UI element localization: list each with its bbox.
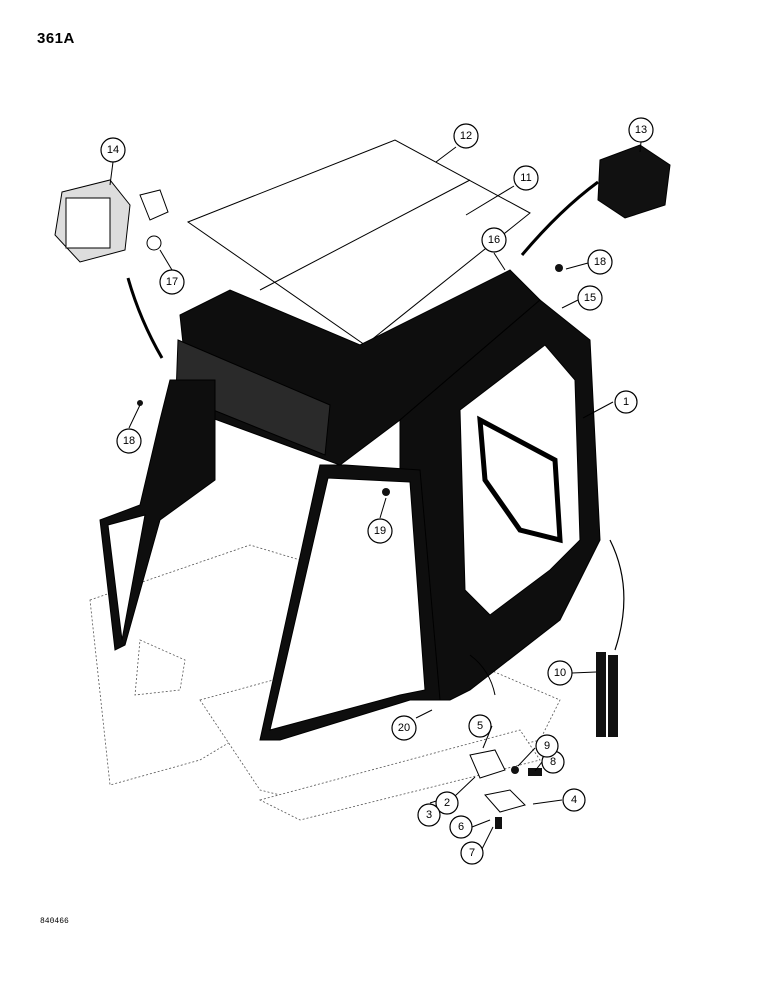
callout-7: 7 bbox=[460, 841, 484, 865]
callout-5: 5 bbox=[468, 714, 492, 738]
callout-label: 15 bbox=[584, 292, 596, 304]
figure-code: 840466 bbox=[40, 917, 69, 926]
callout-20: 20 bbox=[391, 715, 417, 741]
callout-label: 10 bbox=[554, 667, 566, 679]
roof-panel bbox=[186, 139, 531, 346]
callout-label: 11 bbox=[520, 172, 531, 184]
callout-label: 6 bbox=[458, 821, 464, 833]
callout-label: 18 bbox=[594, 256, 606, 268]
callout-4: 4 bbox=[562, 788, 586, 812]
callout-label: 2 bbox=[444, 797, 450, 809]
work-light-front bbox=[54, 179, 131, 263]
callout-label: 17 bbox=[166, 276, 178, 288]
callout-label: 14 bbox=[107, 144, 119, 156]
callout-18-right: 18 bbox=[587, 249, 613, 275]
hose-pair bbox=[596, 652, 618, 737]
callout-label: 20 bbox=[398, 722, 410, 734]
callout-label: 5 bbox=[477, 720, 483, 732]
callout-label: 9 bbox=[544, 740, 550, 752]
hardware-parts bbox=[137, 264, 563, 829]
callout-11: 11 bbox=[513, 165, 539, 191]
callout-15: 15 bbox=[577, 285, 603, 311]
leader-lines bbox=[109, 141, 642, 854]
callout-16: 16 bbox=[481, 227, 507, 253]
callout-17: 17 bbox=[159, 269, 185, 295]
callout-label: 16 bbox=[488, 234, 500, 246]
work-light-rear bbox=[597, 144, 671, 219]
callout-2: 2 bbox=[435, 791, 459, 815]
callout-label: 13 bbox=[635, 124, 647, 136]
callout-19: 19 bbox=[367, 518, 393, 544]
page-code: 361A bbox=[37, 30, 75, 47]
callout-10: 10 bbox=[547, 660, 573, 686]
callout-label: 3 bbox=[426, 809, 432, 821]
callout-14: 14 bbox=[100, 137, 126, 163]
callout-label: 4 bbox=[571, 794, 577, 806]
callout-13: 13 bbox=[628, 117, 654, 143]
callout-18-left: 18 bbox=[116, 428, 142, 454]
callout-label: 7 bbox=[469, 847, 475, 859]
light-bracket bbox=[139, 189, 169, 251]
callout-label: 18 bbox=[123, 435, 135, 447]
callout-12: 12 bbox=[453, 123, 479, 149]
callout-label: 8 bbox=[550, 756, 556, 768]
callout-label: 1 bbox=[623, 396, 629, 408]
callout-9: 9 bbox=[535, 734, 559, 758]
callout-label: 12 bbox=[460, 130, 472, 142]
callout-1: 1 bbox=[614, 390, 638, 414]
callout-3: 3 bbox=[417, 803, 441, 827]
callout-6: 6 bbox=[449, 815, 473, 839]
assembly-arrows bbox=[126, 180, 625, 696]
callout-label: 19 bbox=[374, 525, 386, 537]
